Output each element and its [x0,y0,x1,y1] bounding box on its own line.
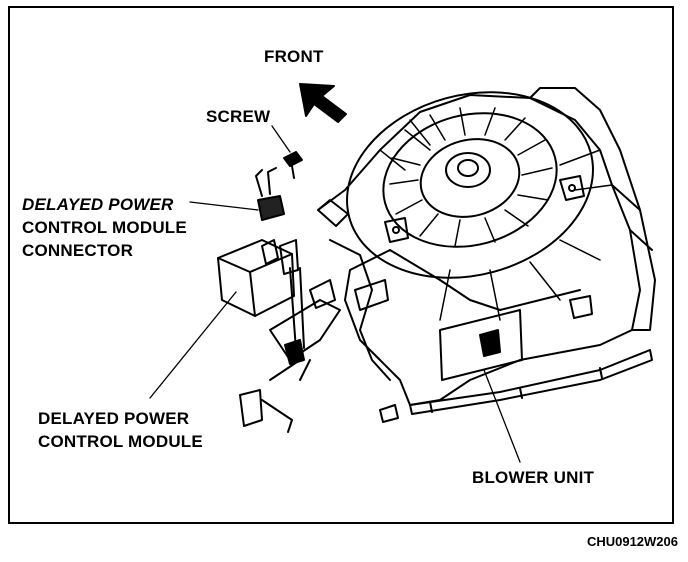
blower-unit-leader-line [483,369,521,463]
screw-icon [283,151,303,179]
blower-resistor-connector [479,329,501,357]
front-arrow-icon [299,83,347,123]
connector-leader-line [189,201,259,211]
mount-tab [559,175,585,201]
front-label: FRONT [264,47,324,66]
connector-label-line3: CONNECTOR [22,241,134,260]
blower-lower-duct [349,249,581,311]
fan-hub [445,152,491,188]
blower-housing-outline [317,94,641,406]
screw-label: SCREW [206,107,271,126]
module-label-line2: CONTROL MODULE [38,432,203,451]
blower-unit-label: BLOWER UNIT [472,468,595,487]
module-leader-line [149,291,237,399]
housing-back-edge [529,87,656,331]
housing-right-wall [611,184,653,251]
figure-code: CHU0912W206 [586,534,678,549]
module-connector-icon [255,167,285,221]
screw-leader-line [271,125,291,153]
delayed-power-control-module-icon [217,239,299,317]
module-label-line1: DELAYED POWER [38,409,190,428]
housing-bottom-plate [409,349,653,415]
connector-label-line2: CONTROL MODULE [22,218,187,237]
fan-wheel [382,112,558,248]
fan-blades [389,107,553,247]
blower-scroll [346,91,594,279]
connector-label-line1: DELAYED POWER [22,195,174,214]
diagram-frame [8,6,674,524]
